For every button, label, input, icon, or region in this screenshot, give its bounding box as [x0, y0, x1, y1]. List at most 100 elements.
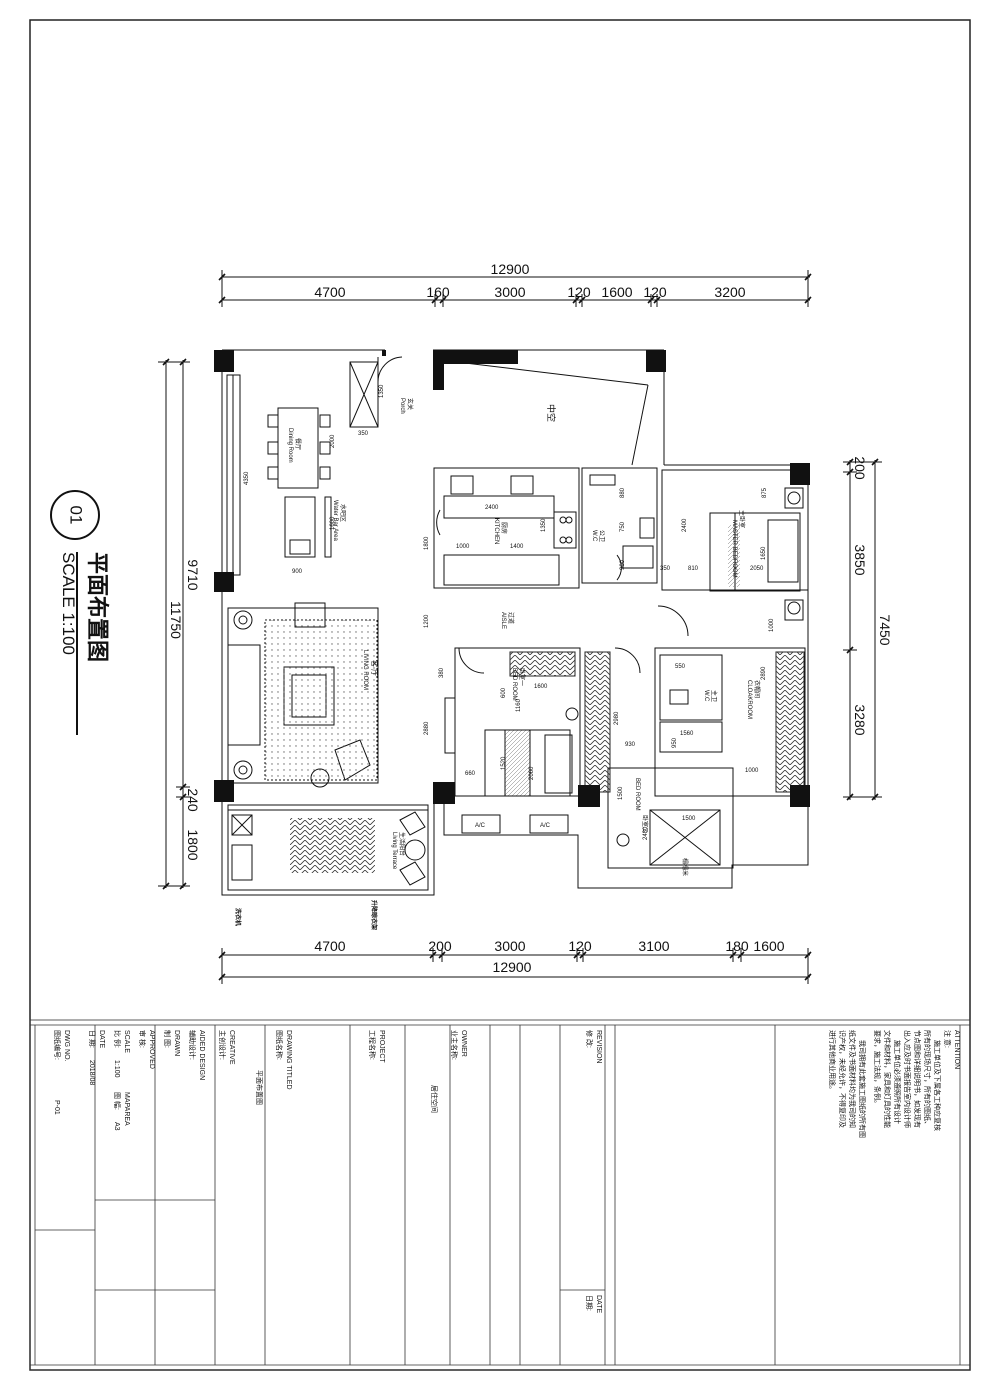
- cloak-wardrobe-right: [775, 651, 805, 793]
- svg-text:120: 120: [643, 284, 667, 300]
- svg-text:1560: 1560: [680, 731, 694, 737]
- svg-text:810: 810: [688, 566, 699, 572]
- svg-text:01: 01: [67, 506, 86, 525]
- svg-text:要求，施工法规，条例。: 要求，施工法规，条例。: [873, 1030, 882, 1107]
- svg-text:DATE: DATE: [98, 1030, 105, 1048]
- svg-text:2018/08: 2018/08: [88, 1060, 95, 1085]
- drawing-title-cn: 平面布置图: [85, 552, 110, 662]
- svg-text:3200: 3200: [714, 284, 745, 300]
- svg-text:MASTER BEDROOM: MASTER BEDROOM: [731, 520, 737, 578]
- svg-text:主创设计:: 主创设计:: [218, 1030, 227, 1060]
- svg-text:1800: 1800: [185, 829, 201, 860]
- svg-text:12900: 12900: [493, 959, 532, 975]
- svg-text:1600: 1600: [601, 284, 632, 300]
- svg-text:LIVING ROOM: LIVING ROOM: [362, 650, 368, 690]
- tatami-label: 榻榻米: [681, 858, 689, 876]
- svg-text:注 意:: 注 意:: [943, 1030, 952, 1048]
- svg-text:950: 950: [672, 737, 678, 748]
- terrace-label: 生活阳台: [398, 832, 406, 856]
- svg-text:识产权，未经允许，不得复印及: 识产权，未经允许，不得复印及: [838, 1030, 847, 1128]
- svg-text:380: 380: [439, 667, 445, 678]
- svg-text:2480: 2480: [643, 826, 649, 840]
- svg-text:2890: 2890: [761, 666, 767, 680]
- bedroom1-label: 卧室一: [518, 668, 526, 686]
- svg-text:3000: 3000: [494, 938, 525, 954]
- dining-label: 餐厅: [294, 438, 302, 450]
- svg-text:350: 350: [358, 431, 369, 437]
- public-wc-label: 公卫: [598, 530, 605, 542]
- svg-text:DRAWING TITLED: DRAWING TITLED: [285, 1030, 292, 1090]
- svg-text:2000: 2000: [330, 434, 336, 448]
- svg-text:1650: 1650: [761, 546, 767, 560]
- svg-text:2400: 2400: [485, 505, 499, 511]
- svg-text:W.C: W.C: [703, 690, 709, 702]
- svg-text:BED ROOM: BED ROOM: [511, 668, 517, 701]
- svg-text:AIDED DESIGN: AIDED DESIGN: [198, 1030, 205, 1080]
- svg-text:550: 550: [675, 664, 686, 670]
- svg-text:1520: 1520: [501, 756, 507, 770]
- svg-text:200: 200: [428, 938, 452, 954]
- svg-text:审 核:: 审 核:: [138, 1030, 147, 1048]
- svg-text:进行其他商业用途。: 进行其他商业用途。: [828, 1030, 837, 1093]
- svg-text:875: 875: [762, 487, 768, 498]
- svg-text:1600: 1600: [534, 684, 548, 690]
- svg-text:880: 880: [620, 487, 626, 498]
- svg-text:160: 160: [426, 284, 450, 300]
- svg-text:出入应及时书面报告室内设计师: 出入应及时书面报告室内设计师: [903, 1030, 912, 1128]
- svg-text:1500: 1500: [618, 786, 624, 800]
- living-carpet-pattern: [265, 620, 377, 780]
- svg-text:1000: 1000: [456, 544, 470, 550]
- svg-text:P-01: P-01: [53, 1100, 60, 1115]
- svg-text:1600: 1600: [330, 516, 336, 530]
- svg-text:200: 200: [852, 456, 868, 480]
- svg-text:Living Terrace: Living Terrace: [391, 832, 397, 870]
- svg-text:DRAWN: DRAWN: [173, 1030, 180, 1056]
- master-wc-label: 主卫: [710, 690, 718, 702]
- svg-text:节点图和详细说明书，如发现有: 节点图和详细说明书，如发现有: [913, 1030, 922, 1128]
- svg-text:1400: 1400: [510, 544, 524, 550]
- bedroom2-label: 卧室二: [641, 815, 649, 833]
- svg-text:施工单位必须遵照所有设计: 施工单位必须遵照所有设计: [893, 1040, 902, 1124]
- svg-text:930: 930: [625, 742, 636, 748]
- svg-text:350: 350: [660, 566, 671, 572]
- title-block: [29, 1019, 971, 1371]
- svg-text:图纸编号:: 图纸编号:: [53, 1030, 62, 1060]
- svg-text:业主名称:: 业主名称:: [450, 1030, 459, 1060]
- svg-text:日期:: 日期:: [585, 1295, 593, 1311]
- svg-text:7450: 7450: [877, 614, 893, 645]
- porch-label: 玄关: [406, 398, 414, 410]
- title-block-text: ATTENTION 注 意: 施工单位及下属各工种应复核 所有的现场尺寸，所有的…: [53, 1030, 960, 1313]
- svg-text:750: 750: [620, 521, 626, 532]
- living-room-label: 客 厅: [370, 660, 379, 676]
- svg-text:4350: 4350: [244, 471, 250, 485]
- svg-text:辅助设计:: 辅助设计:: [188, 1030, 197, 1060]
- svg-text:Porch: Porch: [399, 398, 405, 414]
- drawing-number-badge: [50, 490, 100, 540]
- svg-text:制 图:: 制 图:: [163, 1030, 172, 1048]
- kitchen-label: 厨房: [500, 522, 508, 534]
- svg-text:文件和材料，家具和灯具的性能: 文件和材料，家具和灯具的性能: [883, 1030, 892, 1128]
- svg-text:W.C: W.C: [591, 530, 597, 542]
- room-labels: 玄关 Porch 中空 餐厅 Dining Room 水吧区 Water Bar…: [234, 398, 761, 930]
- svg-text:2880: 2880: [424, 721, 430, 735]
- svg-text:Dining Room: Dining Room: [287, 428, 293, 463]
- svg-text:1:100: 1:100: [113, 1060, 120, 1078]
- svg-text:4700: 4700: [314, 938, 345, 954]
- svg-text:APPROVED: APPROVED: [148, 1030, 155, 1069]
- svg-text:1160: 1160: [516, 698, 522, 712]
- washer-note: 洗衣机: [234, 908, 242, 926]
- right-dimension-lines: [843, 460, 882, 800]
- sheet-border: [29, 19, 971, 1371]
- svg-text:ATTENTION: ATTENTION: [953, 1030, 960, 1069]
- svg-text:比 例:: 比 例:: [113, 1030, 122, 1048]
- svg-text:660: 660: [465, 771, 476, 777]
- svg-text:120: 120: [568, 938, 592, 954]
- svg-text:240: 240: [185, 788, 201, 812]
- bed1-wardrobe: [509, 651, 576, 677]
- drawing-title: 01 平面布置图 SCALE 1:100: [50, 490, 110, 735]
- drying-rack: [290, 818, 375, 873]
- svg-text:工程名称:: 工程名称:: [368, 1030, 377, 1060]
- ac-unit-2: A/C: [540, 823, 551, 829]
- aisle-label: 过道: [507, 612, 515, 624]
- svg-text:DATE: DATE: [595, 1295, 602, 1313]
